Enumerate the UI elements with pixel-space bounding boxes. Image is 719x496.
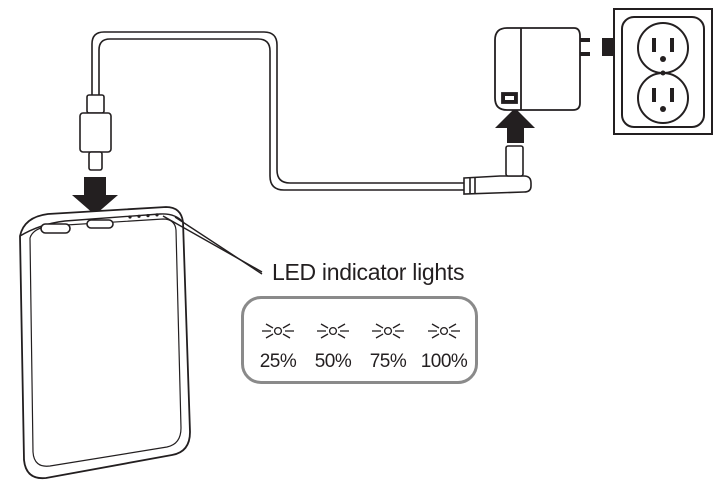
wall-outlet: [613, 8, 713, 135]
power-bank-ports: [40, 219, 114, 234]
right-angle-plug: [463, 145, 532, 195]
legend-label: 100%: [420, 351, 468, 372]
adapter-prongs: [580, 38, 590, 56]
led-indicator-callout: LED indicator lights: [272, 259, 465, 285]
legend-label: 75%: [369, 351, 407, 372]
callout-leader: [162, 215, 263, 275]
wall-adapter: [494, 27, 581, 111]
legend-item-50: 50%: [305, 299, 361, 381]
led-light-icon: [317, 323, 349, 339]
usb-c-plug: [79, 94, 112, 171]
insert-arrow-down: [72, 177, 118, 215]
led-legend-box: 25% 50% 75%: [241, 296, 478, 384]
legend-label: 50%: [314, 351, 352, 372]
outlet-slots: [652, 38, 674, 112]
legend-item-75: 75%: [360, 299, 416, 381]
legend-label: 25%: [259, 351, 297, 372]
legend-item-25: 25%: [250, 299, 306, 381]
insert-arrow-up: [495, 108, 535, 143]
power-bank: [19, 206, 191, 480]
power-bank-led-dots: [128, 213, 159, 219]
led-light-icon: [262, 323, 294, 339]
led-light-icon: [428, 323, 460, 339]
led-light-icon: [372, 323, 404, 339]
charging-cable: [91, 31, 464, 191]
legend-item-100: 100%: [416, 299, 472, 381]
